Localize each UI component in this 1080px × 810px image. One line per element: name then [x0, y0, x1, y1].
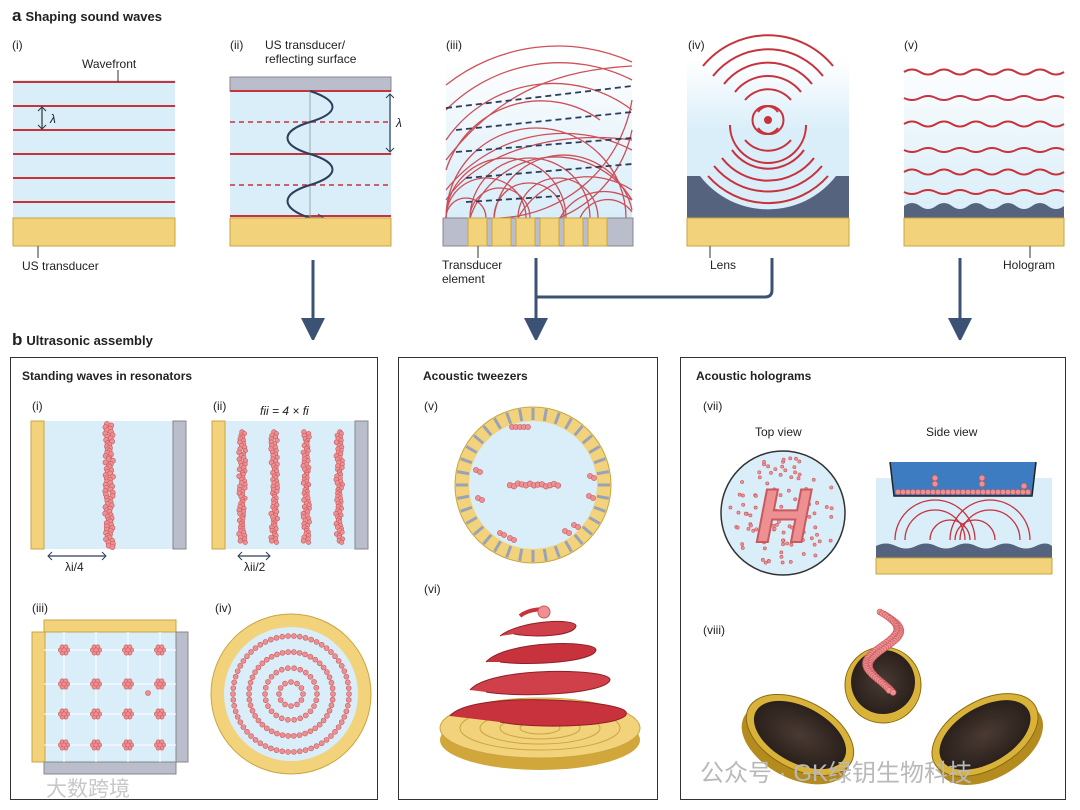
panel-a-iii-label: (iii)	[446, 38, 462, 52]
watermark-right: 公众号 · GK绿钥生物科技	[700, 760, 973, 787]
panel-b-viii-label: (viii)	[703, 623, 725, 637]
wavefront-label: Wavefront	[82, 57, 137, 71]
panel-b-i-label: (i)	[32, 399, 43, 413]
panel-a-ii-label: (ii)	[230, 38, 244, 52]
section-b-letter: b	[12, 330, 23, 349]
lambda-i-text: λ	[49, 112, 56, 126]
lambda-ii-text: λ	[395, 116, 402, 130]
panel-a-i-graphic: λ	[12, 70, 176, 258]
box-acoustic-holograms	[680, 357, 1066, 800]
section-a-diagram: λ p λ	[12, 34, 1065, 340]
us-transducer-label: US transducer	[22, 259, 99, 273]
section-a-title: Shaping sound waves	[25, 9, 162, 24]
lens-label: Lens	[710, 258, 737, 272]
hologram-label: Hologram	[1003, 258, 1056, 272]
panel-b-ii-label: (ii)	[213, 399, 227, 413]
panel-a-iii-graphic	[442, 45, 634, 258]
watermark-left: 大数跨境	[46, 778, 130, 801]
side-view-label: Side view	[926, 425, 978, 439]
panel-b-iii-label: (iii)	[32, 601, 48, 615]
acoustic-tweezers-title: Acoustic tweezers	[423, 369, 528, 383]
transducer-element-label: Transducer element	[442, 258, 503, 286]
box-acoustic-tweezers	[398, 357, 658, 800]
panel-b-iv-label: (iv)	[215, 601, 232, 615]
connector-arrows	[301, 258, 972, 340]
panel-a-ii-graphic: p λ	[229, 76, 402, 247]
lambda-quarter-label: λi/4	[65, 560, 84, 574]
lambda-half-label: λii/2	[244, 560, 266, 574]
panel-b-vi-label: (vi)	[424, 582, 441, 596]
section-a-letter: a	[12, 6, 22, 25]
panel-a-iv-label: (iv)	[688, 38, 705, 52]
reflecting-surface-label: US transducer/ reflecting surface	[265, 38, 357, 66]
box-standing-waves	[10, 357, 378, 800]
formula-label: fii = 4 × fi	[260, 404, 309, 418]
panel-b-v-label: (v)	[424, 399, 438, 413]
panel-a-v-graphic	[903, 60, 1065, 258]
panel-a-iv-graphic	[686, 34, 850, 258]
acoustic-holograms-title: Acoustic holograms	[696, 369, 812, 383]
panel-a-v-label: (v)	[904, 38, 918, 52]
top-view-label: Top view	[755, 425, 802, 439]
standing-waves-title: Standing waves in resonators	[22, 369, 193, 383]
panel-b-vii-label: (vii)	[703, 399, 723, 413]
section-b-title: Ultrasonic assembly	[26, 333, 153, 348]
panel-a-i-label: (i)	[12, 38, 23, 52]
